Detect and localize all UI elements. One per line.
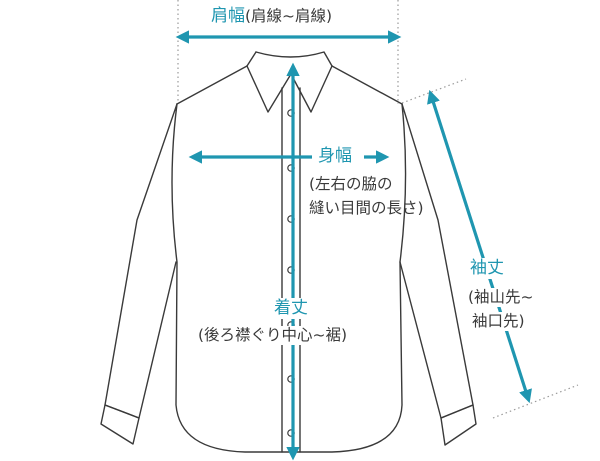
chest-width-desc-2: 縫い目間の長さ) bbox=[309, 199, 424, 217]
shoulder-width-title: 肩幅 bbox=[211, 6, 245, 26]
chest-width-title: 身幅 bbox=[318, 146, 352, 166]
measurement-arrows bbox=[175, 30, 532, 461]
sleeve-length-desc-1: (袖山先~ bbox=[466, 288, 536, 308]
length-desc: (後ろ襟ぐり中心~裾) bbox=[196, 326, 350, 346]
chest-width-desc-1: (左右の脇の bbox=[309, 175, 393, 193]
sleeve-length-desc-2: 袖口先) bbox=[470, 312, 527, 332]
sleeve-length-title: 袖丈 bbox=[468, 258, 506, 280]
shoulder-width-desc: (肩線~肩線) bbox=[245, 7, 333, 25]
shoulder-width-label: 肩幅(肩線~肩線) bbox=[209, 6, 335, 28]
sleeve-length-arrow bbox=[427, 89, 532, 404]
length-title: 着丈 bbox=[272, 298, 310, 320]
guide-lines bbox=[177, 0, 579, 419]
